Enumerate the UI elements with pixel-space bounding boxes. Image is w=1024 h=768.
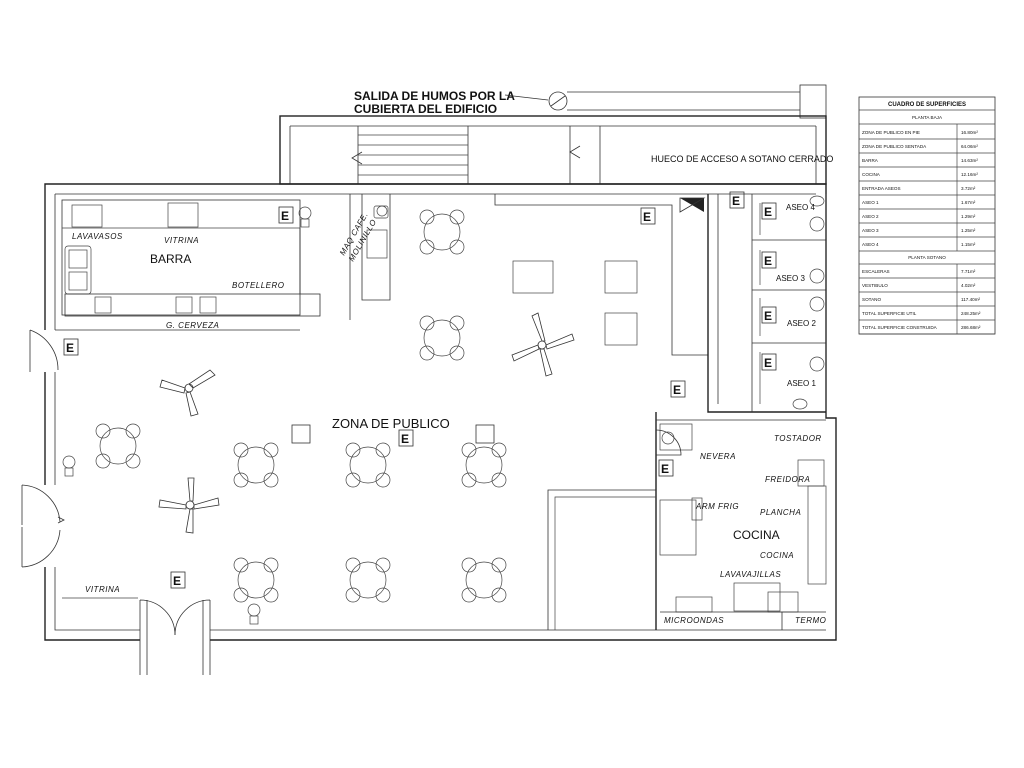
svg-text:E: E bbox=[732, 194, 740, 208]
surface-row-value: 64.06m² bbox=[961, 144, 978, 149]
surface-row-label: ASEO 4 bbox=[862, 242, 879, 247]
extinguisher-icon: E bbox=[729, 191, 745, 209]
bar-zone: LAVAVASOS VITRINA BARRA BOTELLERO G. CER… bbox=[55, 199, 321, 331]
surface-row-value: 1.15m² bbox=[961, 242, 976, 247]
aseo-4-label: ASEO 4 bbox=[786, 203, 815, 212]
surface-row-value: 12.16m² bbox=[961, 172, 978, 177]
surface-row-label: ASEO 1 bbox=[862, 200, 879, 205]
surface-row-value: 1.29m² bbox=[961, 214, 976, 219]
partitions bbox=[494, 194, 826, 630]
surface-row-value: 4.02m² bbox=[961, 283, 976, 288]
smoke-outlet-label-2: CUBIERTA DEL EDIFICIO bbox=[354, 102, 497, 116]
svg-text:E: E bbox=[764, 254, 772, 268]
nevera-label: NEVERA bbox=[700, 452, 736, 461]
svg-text:E: E bbox=[764, 309, 772, 323]
svg-text:E: E bbox=[764, 205, 772, 219]
stair-block: HUECO DE ACCESO A SOTANO CERRADO bbox=[279, 115, 833, 185]
aseo-1-label: ASEO 1 bbox=[787, 379, 816, 388]
botellero-label: BOTELLERO bbox=[232, 281, 285, 290]
svg-text:E: E bbox=[673, 383, 681, 397]
surface-row-label: VESTIBULO bbox=[862, 283, 888, 288]
doors bbox=[21, 329, 682, 675]
fixtures bbox=[62, 205, 675, 625]
extinguisher-icon: E bbox=[761, 251, 777, 269]
svg-text:E: E bbox=[173, 574, 181, 588]
arm-frig-label: ARM FRIG bbox=[695, 502, 739, 511]
extinguisher-icon: E bbox=[170, 571, 186, 589]
tostador-label: TOSTADOR bbox=[774, 434, 822, 443]
surface-row-label: ASEO 2 bbox=[862, 214, 879, 219]
extinguisher-icon: E bbox=[761, 353, 777, 371]
svg-text:E: E bbox=[661, 462, 669, 476]
surface-row-label: ASEO 3 bbox=[862, 228, 879, 233]
coffee-area: MAQ CAFE. MOLINILLO bbox=[338, 194, 391, 320]
surface-row-value: 248.25m² bbox=[961, 311, 981, 316]
extinguishers: E E E E E E E E E E E E bbox=[63, 191, 777, 589]
surface-row-value: 117.40m² bbox=[961, 297, 981, 302]
toilets-block: ASEO 4 ASEO 3 ASEO 2 ASEO 1 bbox=[751, 194, 826, 412]
extinguisher-icon: E bbox=[640, 207, 656, 225]
surface-row-value: 1.67m² bbox=[961, 200, 976, 205]
surface-row-label: SOTANO bbox=[862, 297, 881, 302]
outer-walls bbox=[40, 183, 837, 644]
surface-row-label: BARRA bbox=[862, 158, 879, 163]
surface-row-label: ZONA DE PUBLICO SENTADA bbox=[862, 144, 927, 149]
surface-table: CUADRO DE SUPERFICIES PLANTA BAJA ZONA D… bbox=[858, 96, 996, 335]
surface-row-label: TOTAL SUPERFICIE UTIL bbox=[862, 311, 917, 316]
surface-row-value: 14.63m² bbox=[961, 158, 978, 163]
barra-label: BARRA bbox=[150, 252, 191, 266]
svg-text:E: E bbox=[281, 209, 289, 223]
aseo-3-label: ASEO 3 bbox=[776, 274, 805, 283]
ceiling-fan-icon bbox=[159, 369, 216, 417]
extinguisher-icon: E bbox=[63, 338, 79, 356]
cocina-title: COCINA bbox=[733, 528, 780, 542]
extinguisher-icon: E bbox=[398, 429, 414, 447]
surface-row-value: 16.80m² bbox=[961, 130, 978, 135]
surface-row-label: TOTAL SUPERFICIE CONSTRUIDA bbox=[862, 325, 938, 330]
surface-table-section-ground: PLANTA BAJA bbox=[912, 115, 943, 120]
microondas-label: MICROONDAS bbox=[664, 616, 724, 625]
round-tables bbox=[99, 213, 503, 599]
extinguisher-icon: E bbox=[761, 202, 777, 220]
surface-table-title: CUADRO DE SUPERFICIES bbox=[888, 102, 966, 108]
chairs bbox=[95, 209, 507, 603]
surface-row-value: 3.72m² bbox=[961, 186, 976, 191]
surface-row-label: ZONA DE PUBLICO EN PIE bbox=[862, 130, 920, 135]
surface-row-value: 1.25m² bbox=[961, 228, 976, 233]
surface-row-label: ENTRADA ASEOS bbox=[862, 186, 901, 191]
termo-label: TERMO bbox=[795, 616, 826, 625]
surface-table-section-basement: PLANTA SOTANO bbox=[908, 255, 946, 260]
kitchen: TOSTADOR NEVERA FREIDORA ARM FRIG PLANCH… bbox=[659, 423, 827, 630]
lavavajillas-label: LAVAVAJILLAS bbox=[720, 570, 781, 579]
smoke-duct-icon bbox=[548, 91, 568, 111]
svg-text:E: E bbox=[643, 210, 651, 224]
vitrina-bottom-label: VITRINA bbox=[85, 585, 120, 594]
smoke-outlet-label: SALIDA DE HUMOS POR LA bbox=[354, 89, 515, 103]
svg-text:E: E bbox=[401, 432, 409, 446]
cocina-appliance-label: COCINA bbox=[760, 551, 794, 560]
surface-row-value: 286.68m² bbox=[961, 325, 981, 330]
vitrina-top-label: VITRINA bbox=[164, 236, 199, 245]
surface-row-label: ESCALERAS bbox=[862, 269, 890, 274]
g-cerveza-label: G. CERVEZA bbox=[166, 321, 219, 330]
ceiling-fan-icon bbox=[511, 312, 575, 377]
smoke-outlet-annotation: SALIDA DE HUMOS POR LA CUBIERTA DEL EDIF… bbox=[354, 84, 827, 119]
svg-text:E: E bbox=[66, 341, 74, 355]
public-zone: ZONA DE PUBLICO VITRINA bbox=[62, 209, 638, 603]
zona-publico-label: ZONA DE PUBLICO bbox=[332, 416, 450, 431]
svg-text:E: E bbox=[764, 356, 772, 370]
extinguisher-icon: E bbox=[670, 380, 686, 398]
freidora-label: FREIDORA bbox=[765, 475, 810, 484]
extinguisher-icon: E bbox=[278, 206, 294, 224]
surface-row-label: COCINA bbox=[862, 172, 881, 177]
basement-access-label: HUECO DE ACCESO A SOTANO CERRADO bbox=[651, 154, 833, 164]
aseo-2-label: ASEO 2 bbox=[787, 319, 816, 328]
surface-row-value: 7.71m² bbox=[961, 269, 976, 274]
plancha-label: PLANCHA bbox=[760, 508, 801, 517]
lavavasos-label: LAVAVASOS bbox=[72, 232, 123, 241]
extinguisher-icon: E bbox=[658, 459, 674, 477]
extinguisher-icon: E bbox=[761, 306, 777, 324]
ceiling-fan-icon bbox=[158, 477, 220, 534]
